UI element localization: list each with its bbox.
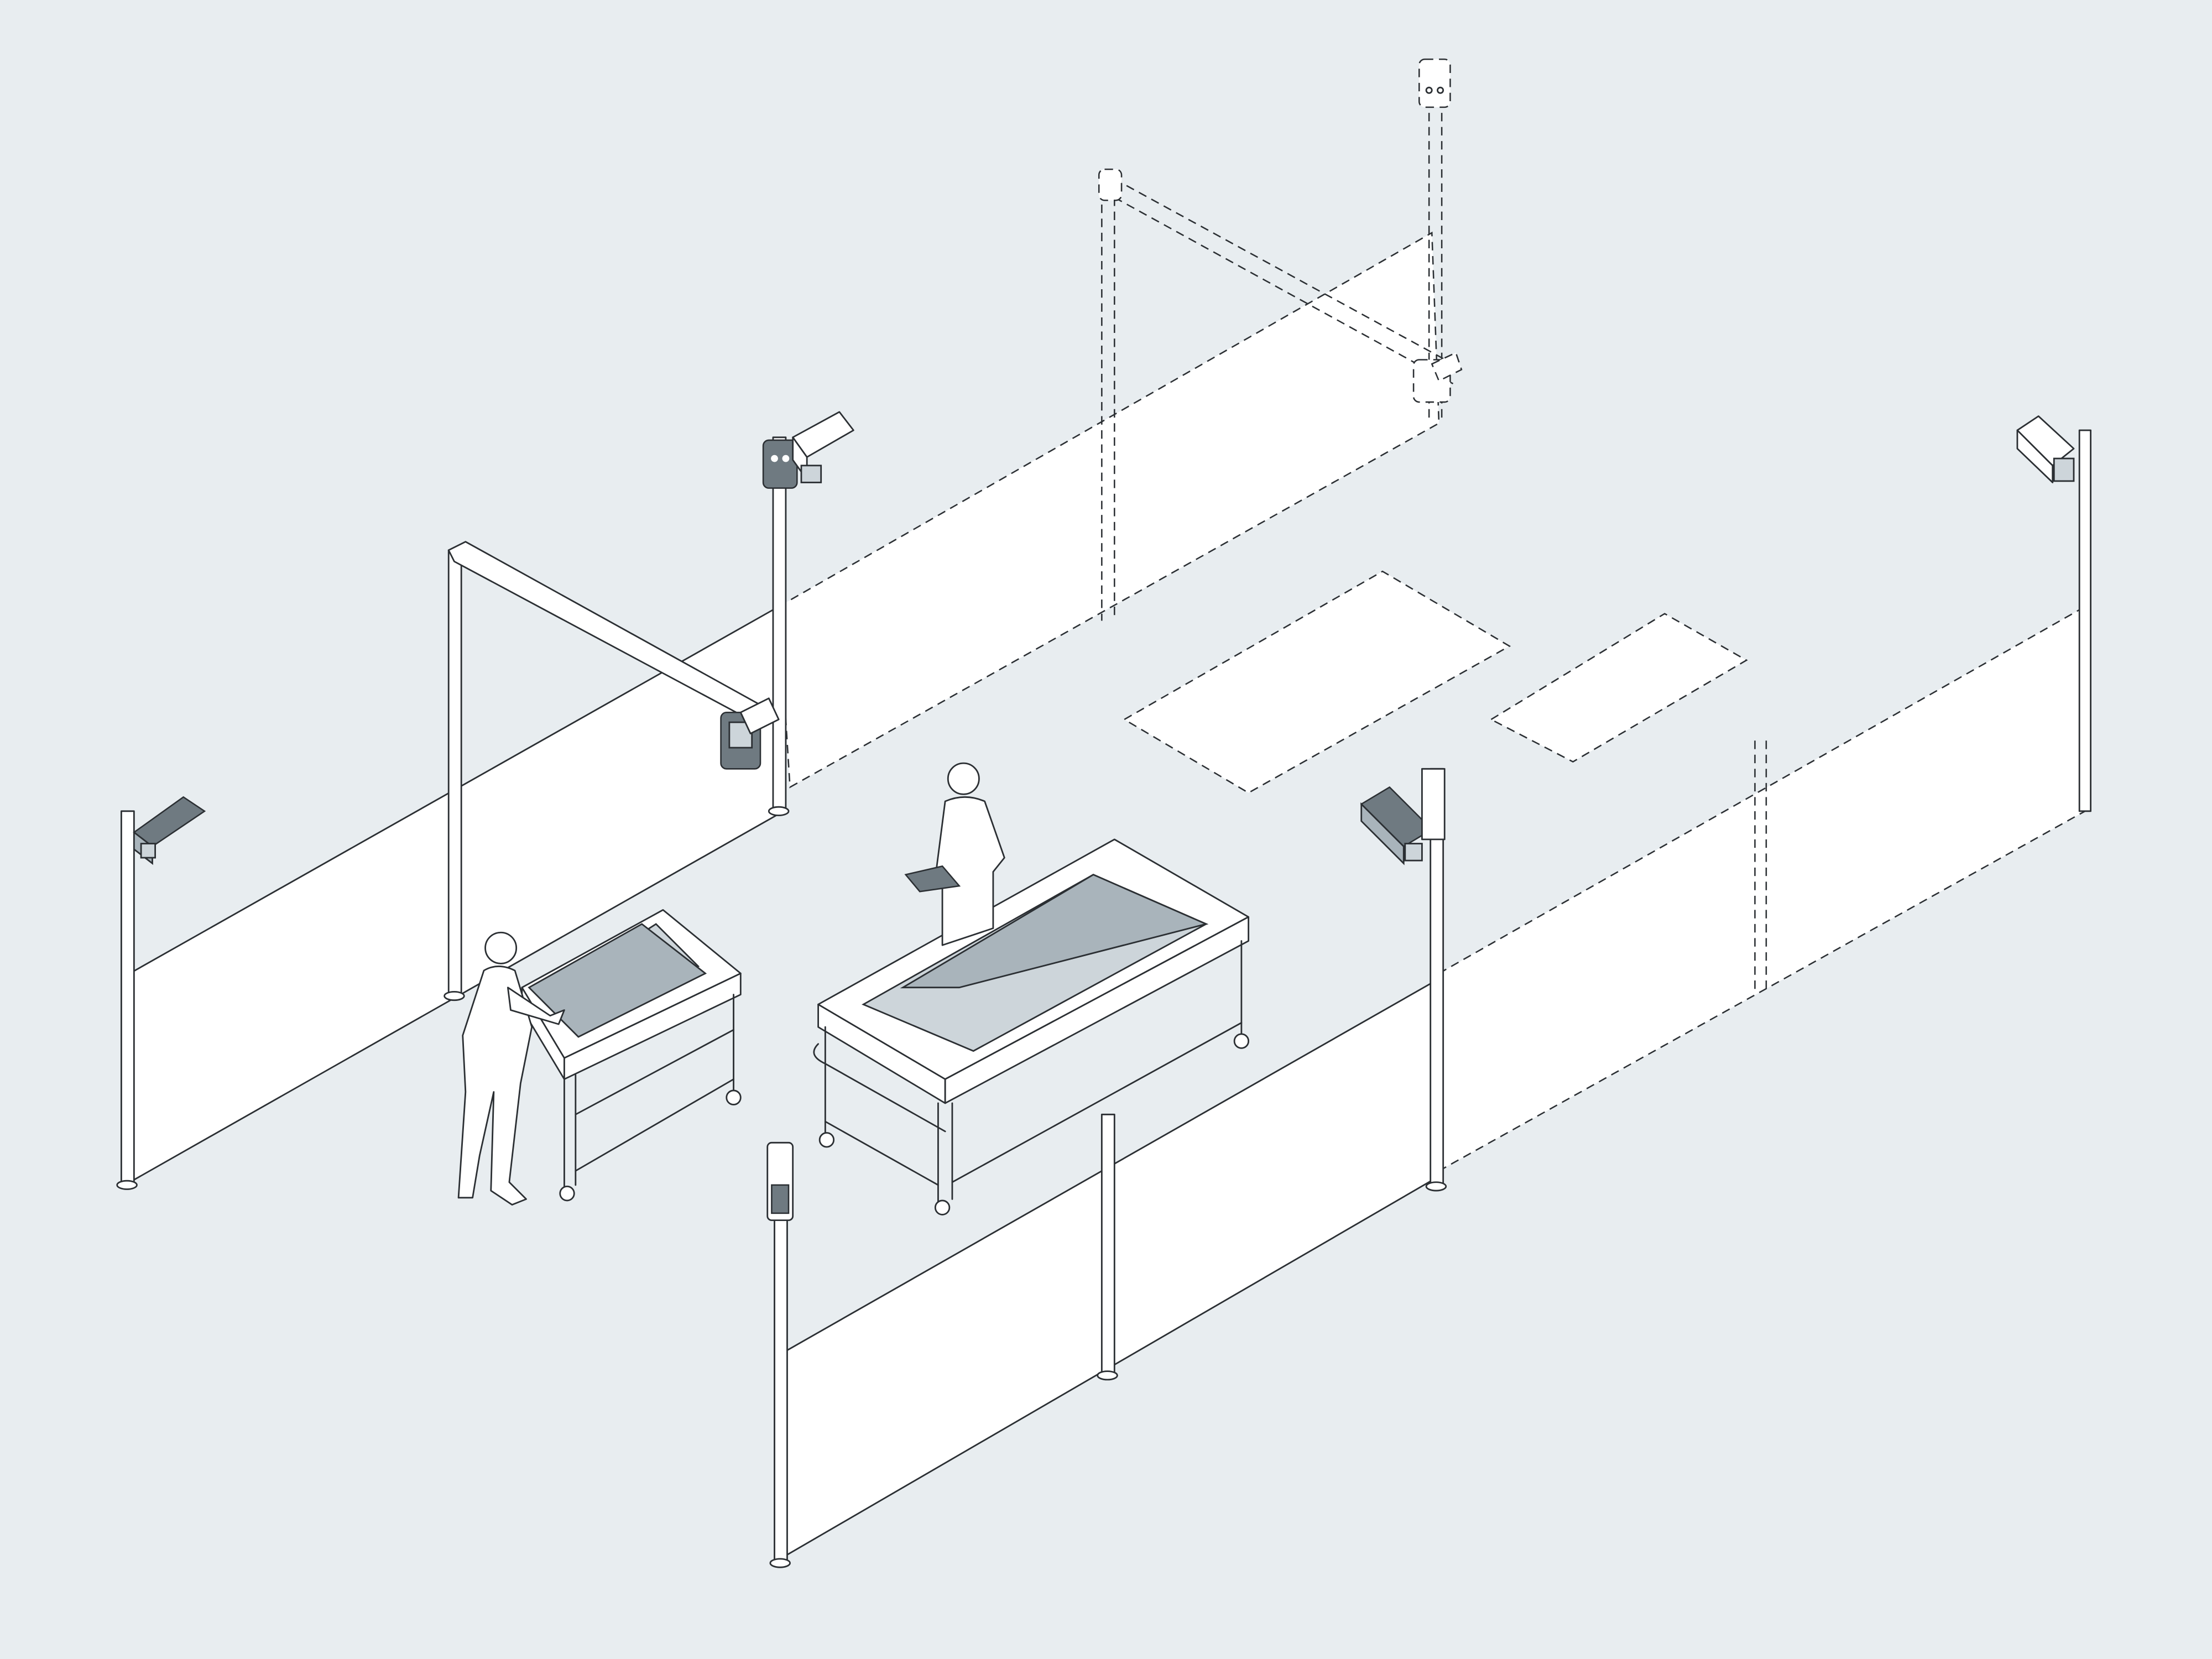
dashed-ceiling-post: [1412, 58, 1463, 424]
wall-post: [120, 810, 135, 1186]
camera-icon: [762, 439, 798, 489]
tablet-icon: [904, 865, 961, 893]
camera-icon: [1418, 58, 1451, 108]
wall-post: [1100, 1113, 1115, 1376]
person-icon: [904, 762, 1005, 946]
wall-post: [447, 549, 462, 995]
sensor-light-icon: [1360, 768, 1446, 865]
camera-icon: [1412, 351, 1463, 403]
right-post: [2016, 415, 2092, 812]
inspection-table-right: [813, 838, 1250, 1215]
sensor-light-icon: [792, 411, 854, 483]
sensor-light-icon: [2016, 415, 2075, 483]
sensor-light-icon: [133, 796, 206, 865]
front-wall: [766, 768, 1447, 1568]
dashed-back-wall: [778, 231, 1440, 789]
wall-post: [772, 436, 787, 812]
camera-icon: [766, 1141, 794, 1222]
dashed-gantry: [1098, 168, 1454, 621]
inspection-table-left: [521, 909, 742, 1202]
floor-zone-marking: [1123, 570, 1748, 794]
person-icon: [457, 931, 565, 1206]
left-wall: [116, 411, 854, 1190]
camera-icon: [720, 697, 780, 770]
